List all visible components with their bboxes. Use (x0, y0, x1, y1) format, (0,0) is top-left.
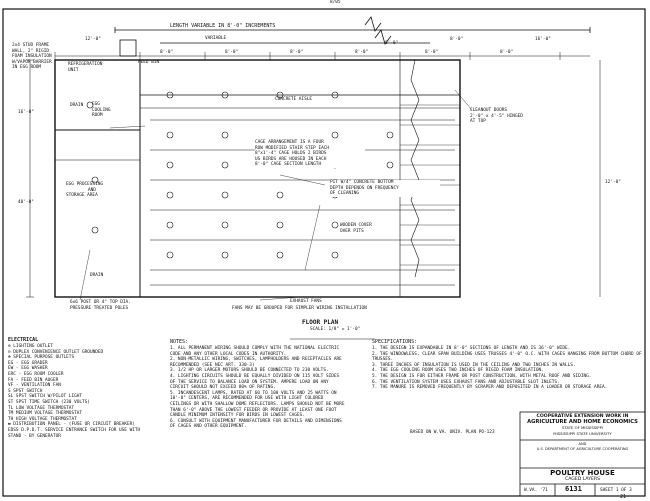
dim-left: 12'-0" (85, 37, 101, 42)
project-subtitle: CAGED LAYERS (565, 477, 600, 482)
sheet-number: SHEET 1 OF 3 (600, 488, 632, 493)
plan-number: 6131 (565, 485, 582, 493)
plan-date: W.VA. '71 (524, 488, 548, 493)
drain-bottom-label: DRAIN (90, 273, 104, 278)
dim-8a: 8'-0" (450, 37, 464, 42)
title-block (519, 411, 646, 497)
notes-list: 1. ALL PERMANENT WIRING SHOULD COMPLY WI… (170, 346, 345, 430)
title-block-coop: AND U.S. DEPARTMENT OF AGRICULTURE COOPE… (536, 442, 629, 451)
bay-dim: 8'-0" (160, 50, 174, 55)
electrical-legend: ⊕ LIGHTING OUTLET⊖ DUPLEX CONVENIENCE OU… (8, 344, 141, 439)
bay-dim: 8'-0" (290, 50, 304, 55)
drain-label: DRAIN (70, 103, 84, 108)
specs-heading: SPECIFICATIONS: (372, 339, 418, 345)
fans-grouped-label: FANS MAY BE GROUPED FOR SIMPLER WIRING I… (232, 306, 367, 311)
based-on-note: BASED ON W.VA. UNIV. PLAN PO-123 (410, 430, 495, 435)
posts-note: 6x6 POST OR 4" TOP DIA.PRESSURE TREATED … (70, 300, 131, 311)
dim-right: 16'-0" (535, 37, 551, 42)
electrical-heading: ELECTRICAL (8, 337, 39, 343)
feed-bin-symbol (119, 39, 137, 57)
bay-dim: 8'-0" (355, 50, 369, 55)
feed-bin-label: FEED BIN (138, 60, 160, 65)
notes-heading: NOTES: (170, 339, 189, 345)
dim-8b: 8'-0" (385, 41, 399, 46)
concrete-aisle-label: CONCRETE AISLE (275, 97, 313, 102)
side-dim-b: 40'-0" (18, 200, 34, 205)
bay-dim: 8'-0" (225, 50, 239, 55)
project-title: POULTRY HOUSE (550, 469, 615, 477)
bay-dim: 8'-0" (500, 50, 514, 55)
sheet-border (2, 8, 646, 497)
corner-mark: 21 (620, 494, 627, 500)
floor-plan-title: FLOOR PLAN (302, 319, 339, 326)
building-outline (54, 59, 461, 298)
exhaust-fans-label: EXHAUST FANS (290, 299, 322, 304)
specs-list: 1. THE DESIGN IS EXPANDABLE IN 8'-0" SEC… (372, 346, 642, 391)
length-label: LENGTH VARIABLE IN 8'-0" INCREMENTS (170, 23, 276, 29)
variable-label: VARIABLE (205, 36, 227, 41)
title-block-header: COOPERATIVE EXTENSION WORK IN AGRICULTUR… (527, 414, 638, 436)
bay-dim: 8'-0" (425, 50, 439, 55)
side-dim-a: 16'-0" (18, 110, 34, 115)
side-dim-c: 12'-0" (605, 180, 621, 185)
page-mark: 8/05 (330, 0, 341, 5)
floor-plan-scale: SCALE: 1/8" = 1'-0" (310, 327, 361, 332)
